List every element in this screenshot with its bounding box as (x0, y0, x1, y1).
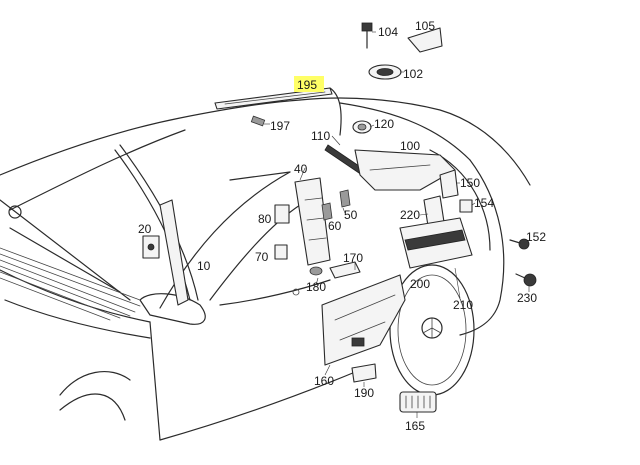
screw-part-230 (515, 273, 537, 287)
label-120: 120 (374, 117, 394, 131)
label-50: 50 (344, 208, 358, 222)
label-152: 152 (526, 230, 546, 244)
label-210: 210 (453, 298, 473, 312)
screw-part-104 (361, 22, 373, 49)
label-110: 110 (311, 129, 330, 143)
bracket-part-150 (439, 169, 459, 199)
callout-labels: 104 105 102 195 197 110 120 100 40 150 1… (138, 19, 546, 433)
screw-part-152 (509, 238, 530, 250)
rear-wheel (389, 264, 475, 396)
a-pillar-trim-part-10 (159, 199, 189, 306)
part-190 (351, 363, 377, 383)
label-70: 70 (255, 250, 269, 264)
bracket-part-80 (274, 204, 290, 224)
part-180 (292, 266, 323, 296)
label-102: 102 (403, 67, 423, 81)
label-100: 100 (400, 139, 420, 153)
label-220: 220 (400, 208, 420, 222)
a-pillar-clip-part-20 (142, 235, 160, 259)
label-105: 105 (415, 19, 435, 33)
label-80: 80 (258, 212, 272, 226)
label-195: 195 (297, 78, 317, 92)
label-10: 10 (197, 259, 211, 273)
control-module-part-200 (399, 217, 473, 269)
clip-part-60 (321, 202, 333, 221)
label-154: 154 (474, 196, 494, 210)
car-body-outline (0, 97, 531, 441)
leader-lines (264, 31, 530, 418)
part-170 (329, 261, 361, 279)
vent-part-165 (399, 391, 437, 413)
label-160: 160 (314, 374, 334, 388)
label-170: 170 (343, 251, 363, 265)
label-104: 104 (378, 25, 398, 39)
label-200: 200 (410, 277, 430, 291)
label-150: 150 (460, 176, 480, 190)
label-20: 20 (138, 222, 152, 236)
speaker-part-102 (368, 64, 402, 80)
clip-part-50 (339, 189, 351, 208)
label-230: 230 (517, 291, 537, 305)
roof-trim-strip-part (214, 87, 342, 136)
bracket-part-154 (459, 199, 473, 213)
b-pillar-part-40 (294, 177, 331, 266)
label-40: 40 (294, 162, 308, 176)
clip-part-197 (250, 115, 266, 127)
label-197: 197 (270, 119, 290, 133)
highlight-195 (294, 76, 324, 92)
quarter-panel-trim-part-160 (321, 274, 406, 366)
knob-part-120 (352, 120, 372, 134)
bracket-part-70 (274, 244, 288, 260)
bracket-part-105 (407, 27, 443, 53)
label-190: 190 (354, 386, 374, 400)
label-165: 165 (405, 419, 425, 433)
label-60: 60 (328, 219, 342, 233)
rear-panel-part-100 (354, 149, 456, 191)
label-180: 180 (306, 280, 326, 294)
